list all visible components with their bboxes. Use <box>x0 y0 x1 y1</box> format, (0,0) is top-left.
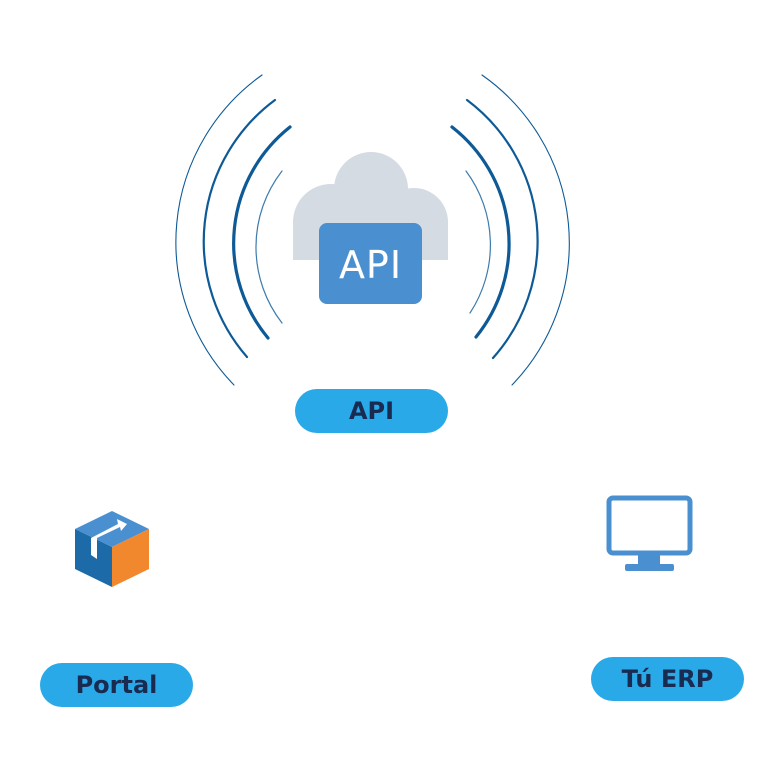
monitor-icon <box>606 495 693 571</box>
portal-label-pill: Portal <box>40 663 193 707</box>
erp-label: Tú ERP <box>621 665 714 693</box>
api-badge-text: API <box>339 243 402 287</box>
cloud-api-icon: API <box>293 152 448 304</box>
signal-waves-right-icon <box>450 74 570 386</box>
signal-waves-left-icon <box>175 74 292 386</box>
portal-label: Portal <box>75 671 158 699</box>
box-portal-icon <box>75 511 149 587</box>
api-label-pill: API <box>295 389 448 433</box>
api-label: API <box>348 397 395 425</box>
erp-label-pill: Tú ERP <box>591 657 744 701</box>
